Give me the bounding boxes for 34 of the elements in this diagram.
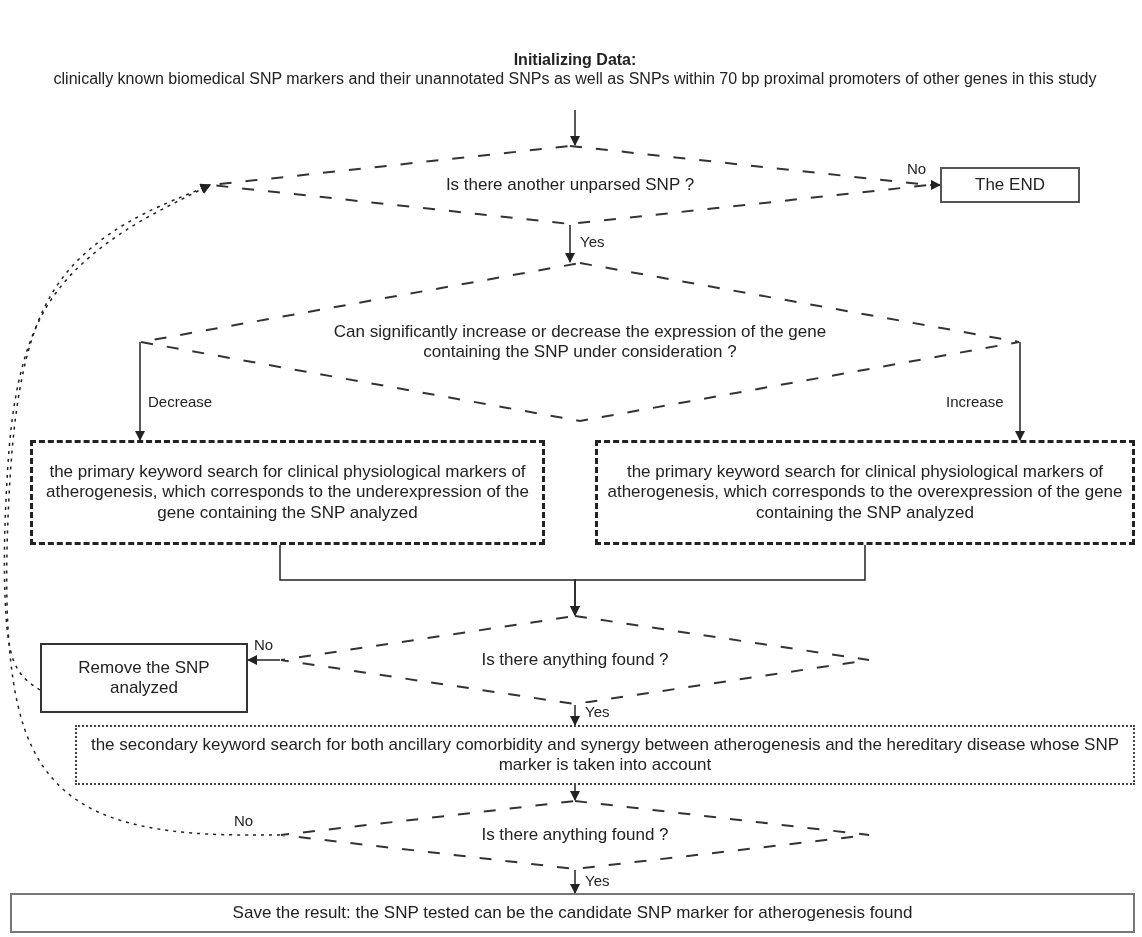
process-box [940,167,1080,203]
step-text: Save the result: the SNP tested can be the candidate SNP marker for atherogenesis found [232,902,913,924]
dashed-arrow [3,184,211,691]
step-text: The END [975,174,1045,196]
step-text: Remove the SNP analyzed [77,657,211,699]
edge-label: Yes [583,703,612,720]
arrow [569,869,581,895]
description-text: clinically known biomedical SNP markers and their unannotated SNPs as well as SNPs within 70 bp proximal promoters of other genes in this study [53,69,1097,89]
question-text: Can significantly increase or decrease the expression of the gene containing the SNP under consideration ? [333,321,827,363]
decision-diamond [280,615,870,705]
arrow [569,109,581,147]
question-text: Is there another unparsed SNP ? [445,174,695,196]
heading: Initializing Data: [513,49,637,69]
step-text: the primary keyword search for clinical physiological markers of atherogenesis, which corresponds to the underexpression of the gene containing the SNP analyzed [45,461,530,524]
decision-diamond [280,800,870,870]
process-box [75,725,1135,785]
arrow [246,654,281,666]
step-text: the secondary keyword search for both ancillary comorbidity and synergy between atherogenesis and the hereditary disease whose SNP marker is taken into account [89,734,1121,776]
decision-diamond [140,262,1020,422]
arrow [564,224,576,264]
step-text: the primary keyword search for clinical physiological markers of atherogenesis, which corresponds to the overexpression of the gene containing the SNP analyzed [606,461,1124,524]
process-box [10,893,1135,933]
process-box [40,643,248,713]
arrow [569,784,581,802]
arrow [929,179,942,191]
question-text: Is there anything found ? [481,649,669,671]
question-text: Is there anything found ? [481,824,669,846]
arrow [1014,341,1026,442]
process-box [595,440,1135,545]
arrow [569,704,581,727]
arrow [569,544,866,617]
arrow [134,341,146,442]
process-box [30,440,545,545]
dashed-arrow [6,183,281,836]
